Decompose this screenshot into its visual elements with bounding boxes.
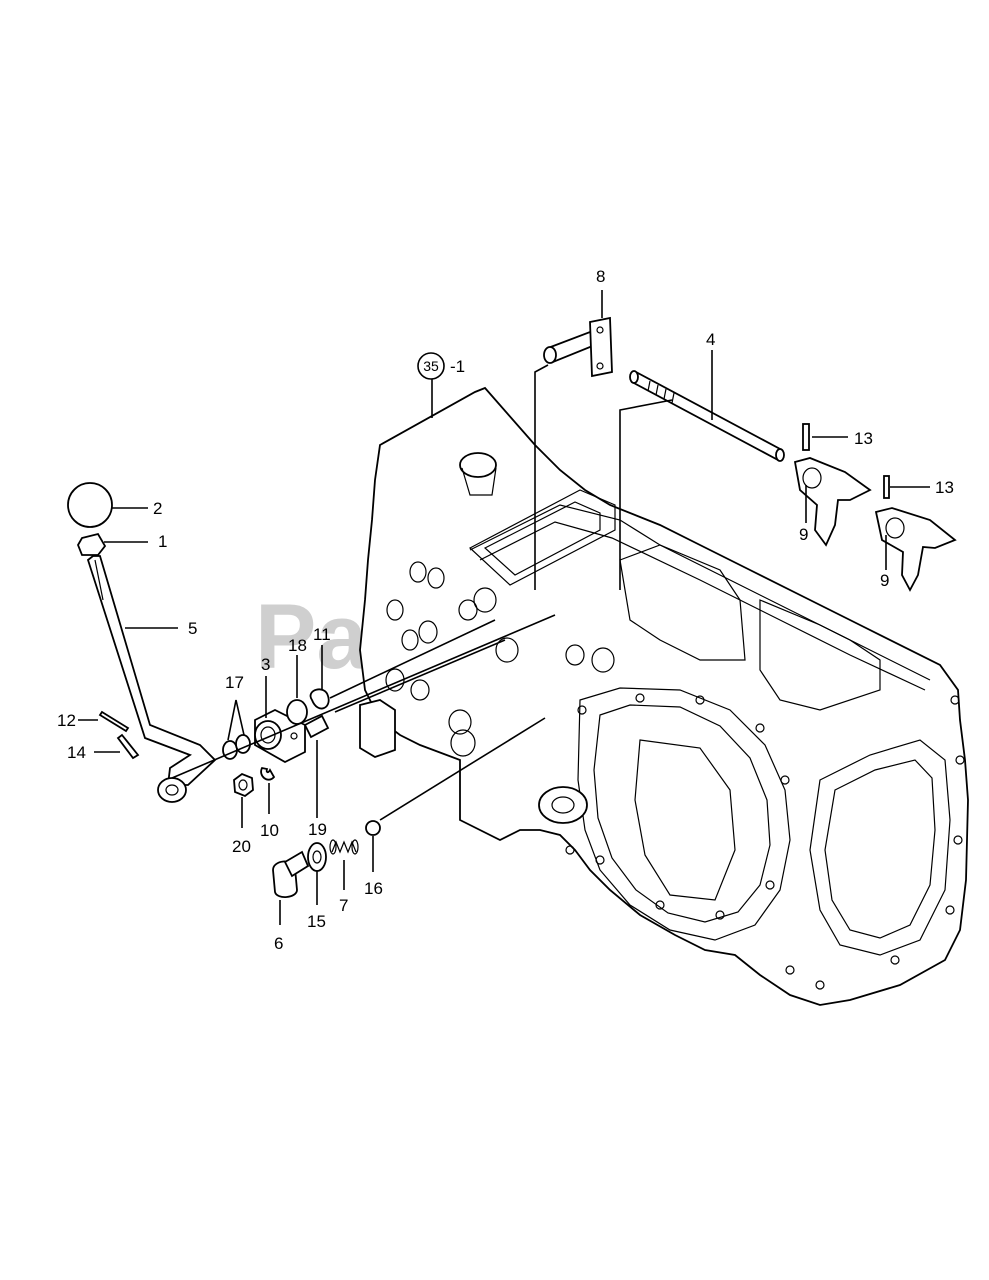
- callout-13b: 13: [935, 478, 954, 497]
- part-7-spring: [329, 839, 359, 855]
- callouts: 1 2 3 4 5 6 7 8 9 9 10 11 12 13 13 14 15…: [57, 267, 954, 953]
- part-4-shaft: [629, 370, 785, 462]
- ref-suffix: -1: [450, 357, 465, 376]
- small-pins-12-14: [98, 710, 140, 760]
- part-18-ring: [286, 699, 308, 725]
- transmission-case: [359, 386, 969, 1006]
- callout-4: 4: [706, 330, 715, 349]
- callout-9b: 9: [880, 571, 889, 590]
- part-20-nut: [233, 772, 254, 798]
- part-16-ball: [365, 820, 381, 836]
- callout-12: 12: [57, 711, 76, 730]
- callout-19: 19: [308, 820, 327, 839]
- part-11-clip: [309, 688, 330, 710]
- assembly-ref: 35 -1: [417, 352, 465, 380]
- callout-14: 14: [67, 743, 86, 762]
- callout-17: 17: [225, 673, 244, 692]
- callout-9a: 9: [799, 525, 808, 544]
- ref-number: 35: [423, 358, 439, 374]
- part-15-washer: [307, 842, 327, 872]
- part-3-housing: [254, 708, 306, 764]
- lever-assembly: [67, 482, 217, 803]
- callout-16: 16: [364, 879, 383, 898]
- callout-13a: 13: [854, 429, 873, 448]
- callout-18: 18: [288, 636, 307, 655]
- callout-5: 5: [188, 619, 197, 638]
- callout-10: 10: [260, 821, 279, 840]
- ref-circle: [417, 352, 445, 380]
- part-6-plug: [272, 850, 310, 898]
- part-19-fitting: [303, 714, 330, 739]
- part-8-pin: [543, 316, 613, 378]
- callout-11: 11: [313, 625, 331, 644]
- callout-3: 3: [261, 655, 270, 674]
- callout-1: 1: [158, 532, 167, 551]
- part-13-pins: [802, 423, 890, 499]
- leader-lines: [78, 290, 930, 925]
- part-10-clip: [260, 766, 276, 781]
- callout-2: 2: [153, 499, 162, 518]
- callout-7: 7: [339, 896, 348, 915]
- callout-15: 15: [307, 912, 326, 931]
- part-9-forks: [793, 457, 957, 592]
- callout-20: 20: [232, 837, 251, 856]
- callout-8: 8: [596, 267, 605, 286]
- callout-6: 6: [274, 934, 283, 953]
